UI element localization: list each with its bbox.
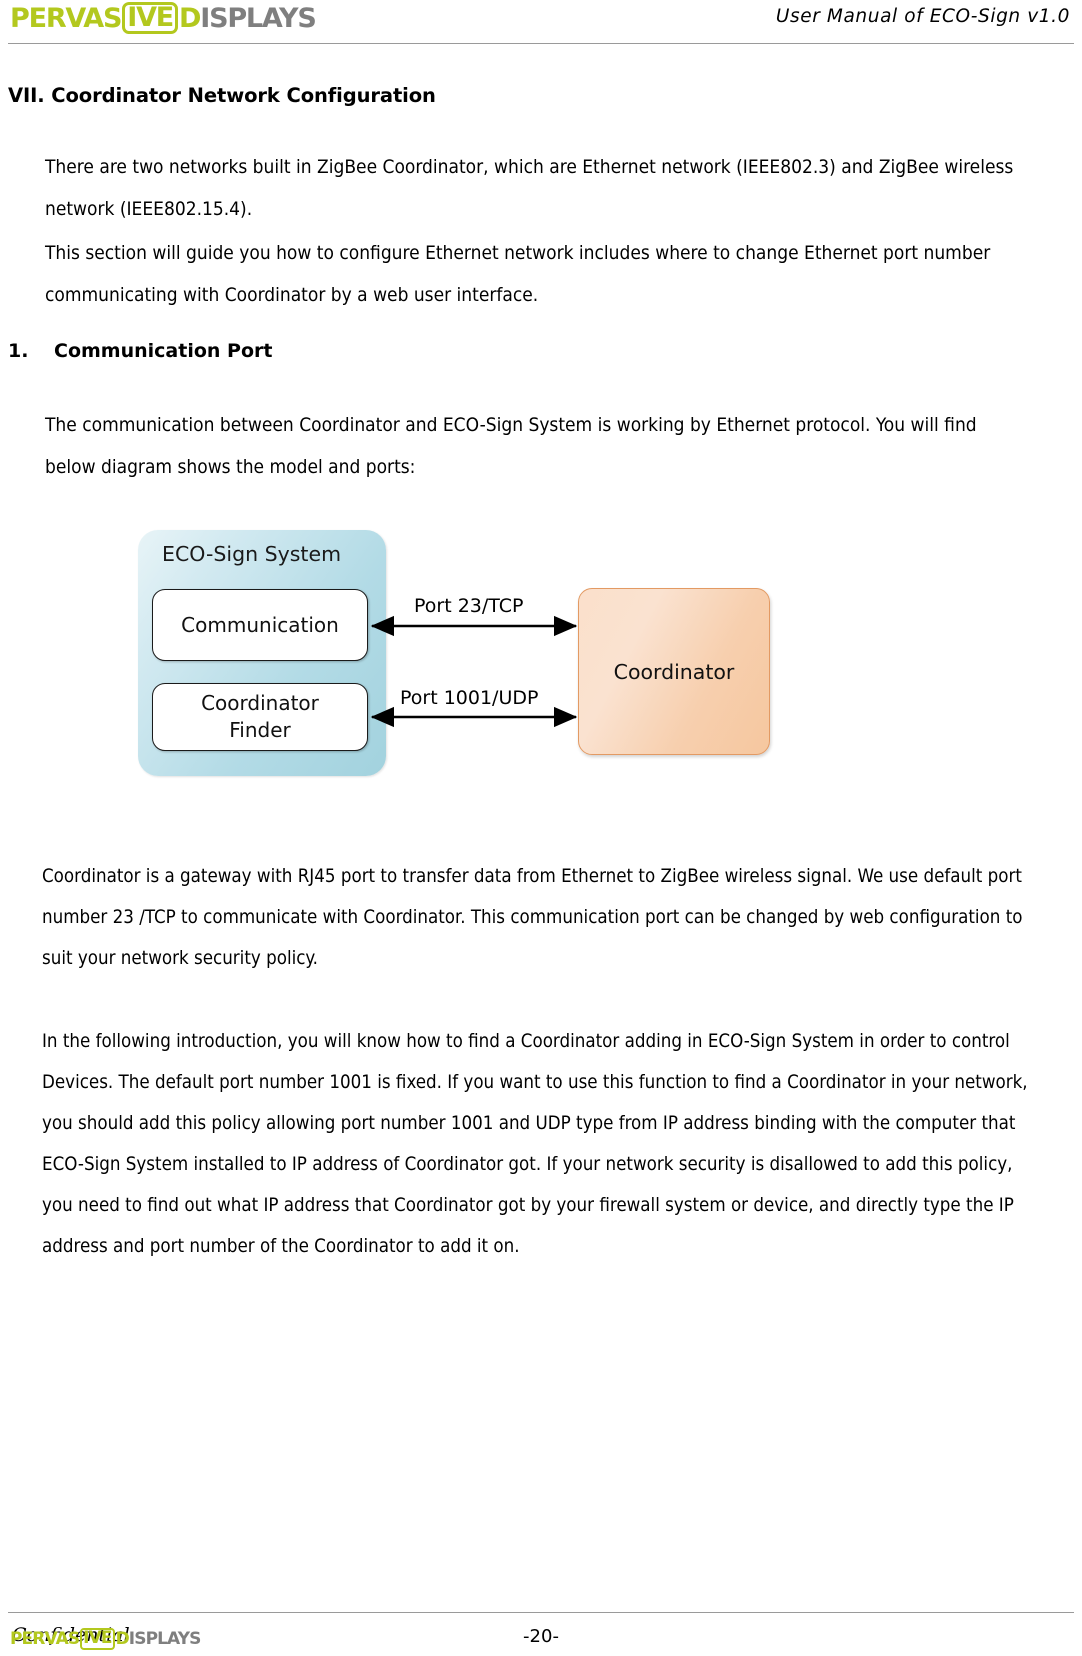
footer-logo-text-isplays: ISPLAYS bbox=[128, 1629, 202, 1649]
header-document-title: User Manual of ECO-Sign v1.0 bbox=[775, 6, 1070, 27]
footer-divider bbox=[8, 1612, 1074, 1613]
intro-paragraph-1: There are two networks built in ZigBee C… bbox=[45, 156, 1014, 220]
arrow-label-port-23-tcp: Port 23/TCP bbox=[414, 595, 524, 617]
coordinator-finder-line2: Finder bbox=[229, 718, 291, 742]
logo-text-pervas: PERVAS bbox=[10, 2, 122, 34]
intro-paragraph-2: This section will guide you how to confi… bbox=[45, 242, 991, 306]
footer-page-number: -20- bbox=[523, 1626, 559, 1647]
paragraph-finding-coordinator: In the following introduction, you will … bbox=[42, 1031, 1028, 1257]
page-title: VII. Coordinator Network Configuration bbox=[8, 84, 436, 107]
arrow-label-port-1001-udp: Port 1001/UDP bbox=[400, 687, 539, 709]
footer-logo-text-ive-boxed: IVE bbox=[80, 1628, 115, 1650]
coordinator-finder-line1: Coordinator bbox=[201, 691, 319, 715]
subsection-title: Communication Port bbox=[54, 340, 273, 362]
paragraph-communication: The communication between Coordinator an… bbox=[45, 414, 977, 478]
eco-sign-system-label: ECO-Sign System bbox=[162, 542, 342, 566]
logo-text-ive-boxed: IVE bbox=[122, 1, 179, 35]
communication-module-box: Communication bbox=[152, 589, 368, 661]
header-divider bbox=[8, 43, 1074, 44]
footer-logo-text-d: D bbox=[115, 1629, 130, 1649]
footer-logo-text-pervas: PERVAS bbox=[10, 1629, 80, 1649]
subsection-number: 1. bbox=[8, 340, 29, 362]
paragraph-coordinator-gateway: Coordinator is a gateway with RJ45 port … bbox=[42, 866, 1023, 969]
logo-text-isplays: ISPLAYS bbox=[200, 2, 317, 34]
coordinator-device-box: Coordinator bbox=[578, 588, 770, 755]
logo-text-d: D bbox=[179, 2, 201, 34]
